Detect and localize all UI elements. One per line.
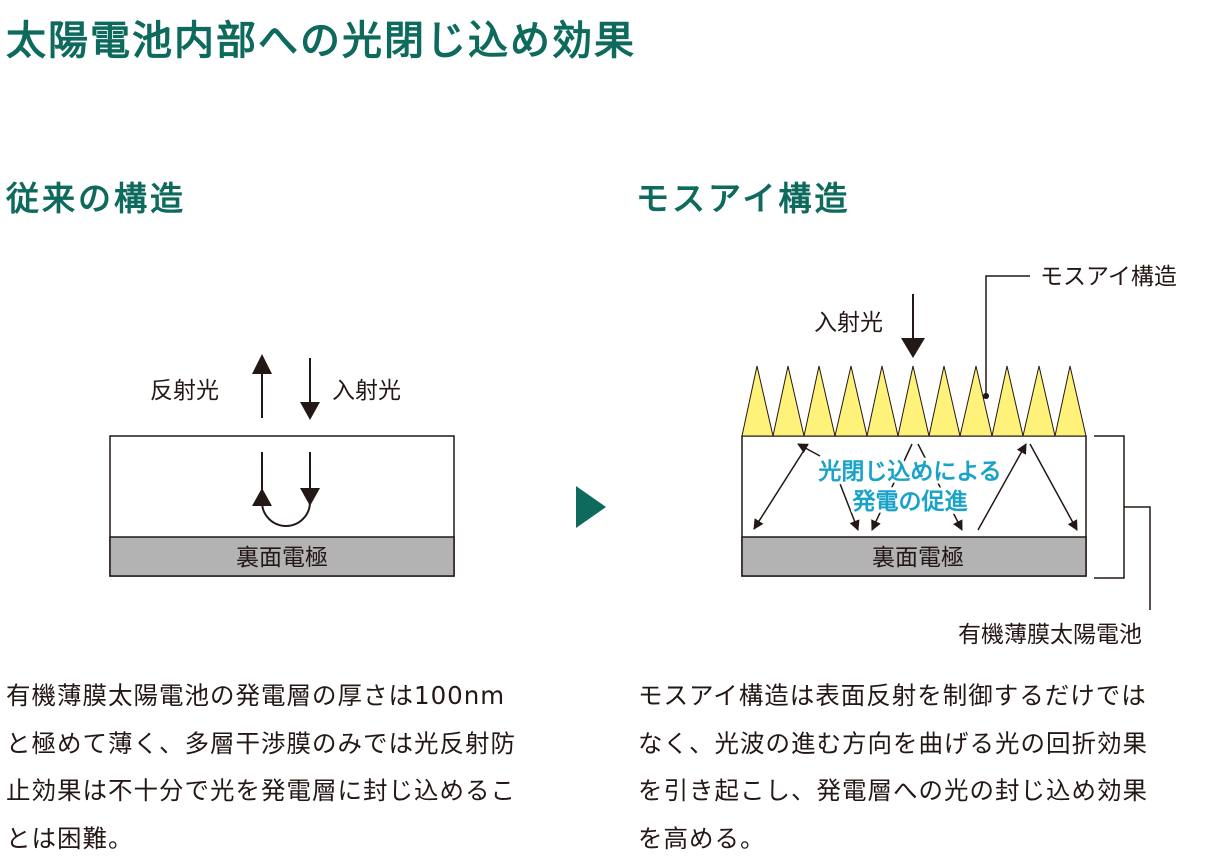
transition-arrow: [576, 486, 606, 528]
solar-cell-bracket: [1094, 436, 1124, 578]
incident-arrowhead-right: [901, 338, 925, 358]
paragraph-line: を引き起こし、発電層への光の封じ込め効果: [638, 767, 1216, 815]
paragraph-line: と極めて薄く、多層干渉膜のみでは光反射防: [6, 720, 586, 768]
paragraph-line: を高める。: [638, 815, 1216, 862]
cone: [804, 366, 835, 436]
back-electrode-label-left: 裏面電極: [236, 545, 328, 571]
light-trapping-text-line2: 発電の促進: [852, 488, 968, 515]
paragraph-line: なく、光波の進む方向を曲げる光の回折効果: [638, 720, 1216, 768]
cone: [992, 366, 1023, 436]
incident-light-label-left: 入射光: [332, 378, 401, 404]
moth-eye-marker: [983, 393, 989, 399]
solar-cell-leader-line: [1124, 507, 1150, 610]
cone: [835, 366, 867, 436]
cone: [929, 366, 960, 436]
paragraph-line: 止効果は不十分で光を発電層に封じ込めるこ: [6, 767, 586, 815]
cone: [1055, 366, 1086, 436]
moth-eye-diagram: 入射光 モスアイ構造 裏面電極: [742, 264, 1177, 648]
moth-eye-label: モスアイ構造: [1040, 264, 1177, 290]
cone: [1023, 366, 1055, 436]
paragraph-line: 有機薄膜太陽電池の発電層の厚さは100nm: [6, 672, 586, 720]
paragraph-line: とは困難。: [6, 815, 586, 862]
reflected-arrowhead: [252, 354, 272, 374]
reflected-light-label: 反射光: [150, 378, 219, 404]
incident-arrowhead-left: [300, 402, 320, 420]
moth-eye-description: モスアイ構造は表面反射を制御するだけでは なく、光波の進む方向を曲げる光の回折効…: [638, 672, 1216, 862]
cone: [742, 366, 773, 436]
organic-solar-cell-label: 有機薄膜太陽電池: [958, 622, 1142, 648]
cone: [773, 366, 804, 436]
conventional-diagram: 反射光 入射光 裏面電極: [110, 354, 454, 576]
conventional-description: 有機薄膜太陽電池の発電層の厚さは100nm と極めて薄く、多層干渉膜のみでは光反…: [6, 672, 586, 862]
cone: [867, 366, 898, 436]
moth-eye-cones: [742, 366, 1086, 436]
back-electrode-label-right: 裏面電極: [872, 545, 964, 571]
paragraph-line: モスアイ構造は表面反射を制御するだけでは: [638, 672, 1216, 720]
light-trapping-text-line1: 光閉じ込めによる: [817, 459, 1001, 485]
cone: [898, 366, 929, 436]
cone: [960, 366, 992, 436]
incident-light-label-right: 入射光: [814, 310, 883, 336]
